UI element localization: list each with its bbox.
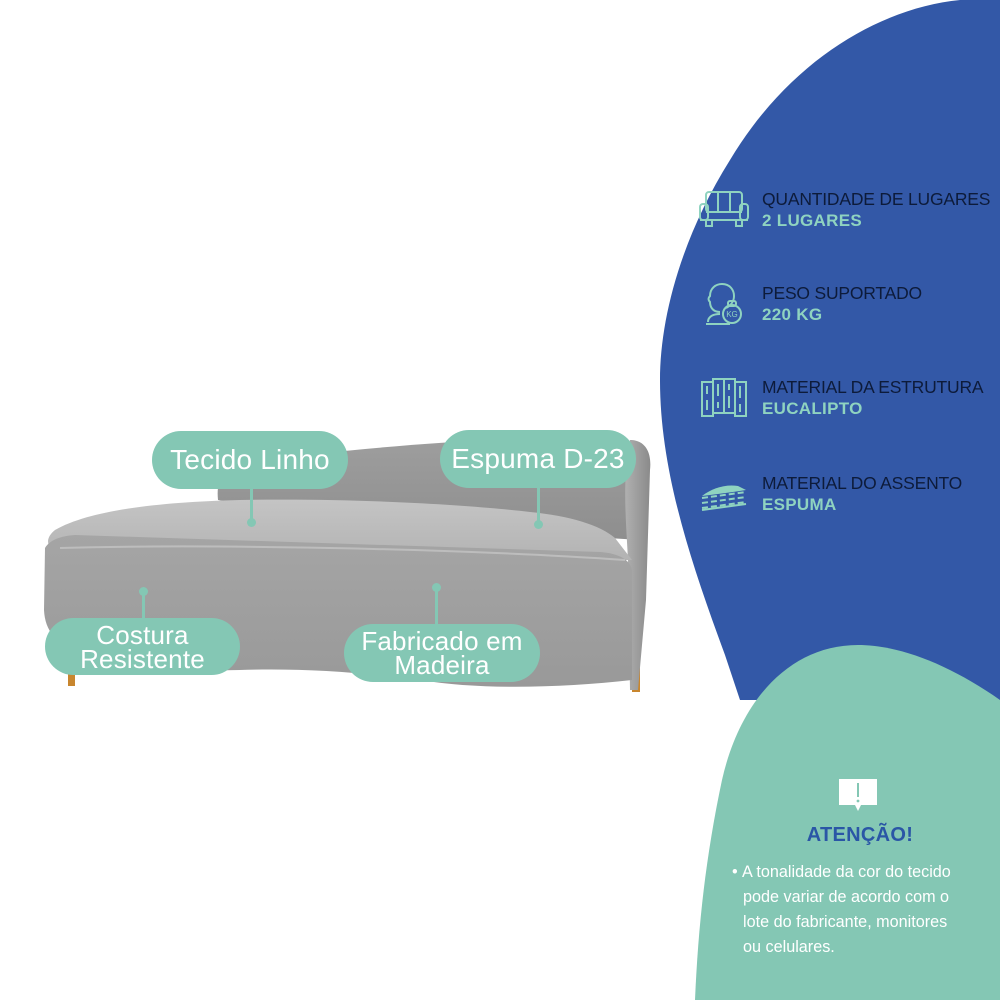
callout-espuma-label: Espuma D-23 bbox=[451, 443, 625, 474]
attention-line-3: lote do fabricante, monitores bbox=[743, 913, 948, 931]
attention-text: •A tonalidade da cor do tecido pode vari… bbox=[732, 860, 994, 960]
espuma-pin-line bbox=[537, 485, 540, 525]
alert-speech-icon bbox=[839, 779, 877, 811]
callout-fabricado-line2: Madeira bbox=[394, 650, 490, 680]
spec-structure-title: MATERIAL DA ESTRUTURA bbox=[762, 377, 984, 397]
spec-seat-material-title: MATERIAL DO ASSENTO bbox=[762, 473, 963, 493]
espuma-pin-dot bbox=[534, 520, 543, 529]
tecido-pin-line bbox=[250, 485, 253, 520]
attention-line-2: pode variar de acordo com o bbox=[743, 888, 950, 906]
spec-structure-value: EUCALIPTO bbox=[762, 399, 863, 418]
bullet: • bbox=[732, 863, 738, 881]
foam-layers-icon bbox=[701, 485, 747, 511]
callout-costura: Costura Resistente bbox=[45, 618, 240, 675]
spec-weight: KG PESO SUPORTADO 220 KG bbox=[698, 282, 922, 326]
costura-pin-dot bbox=[139, 587, 148, 596]
sofa-icon bbox=[699, 191, 749, 227]
attention-line-4: ou celulares. bbox=[743, 938, 835, 956]
callout-fabricado-line1: Fabricado em bbox=[361, 626, 523, 656]
spec-seats: QUANTIDADE DE LUGARES 2 LUGARES bbox=[698, 188, 990, 232]
spec-weight-title: PESO SUPORTADO bbox=[762, 283, 922, 303]
callout-costura-line2: Resistente bbox=[80, 643, 205, 674]
tecido-pin-dot bbox=[247, 518, 256, 527]
spec-seat-material: MATERIAL DO ASSENTO ESPUMA bbox=[698, 472, 962, 516]
wood-planks-icon bbox=[701, 378, 747, 417]
blue-panel bbox=[660, 0, 1000, 700]
sofa-seam bbox=[59, 545, 626, 561]
callout-costura-line1: Costura bbox=[96, 619, 189, 650]
svg-text:KG: KG bbox=[726, 310, 738, 319]
spec-seat-material-value: ESPUMA bbox=[762, 495, 837, 514]
costura-pin-line bbox=[142, 592, 145, 620]
fabricado-pin-line bbox=[435, 588, 438, 626]
spec-weight-value: 220 KG bbox=[762, 305, 823, 324]
callout-tecido-linho: Tecido Linho bbox=[152, 431, 348, 489]
callout-tecido-label: Tecido Linho bbox=[170, 444, 330, 475]
attention-title: ATENÇÃO! bbox=[806, 824, 914, 846]
fabricado-pin-dot bbox=[432, 583, 441, 592]
spec-seats-value: 2 LUGARES bbox=[762, 211, 862, 230]
callout-fabricado: Fabricado em Madeira bbox=[344, 624, 540, 682]
attention-line-1: A tonalidade da cor do tecido bbox=[742, 863, 951, 881]
callout-espuma: Espuma D-23 bbox=[440, 430, 636, 488]
spec-structure: MATERIAL DA ESTRUTURA EUCALIPTO bbox=[698, 376, 984, 420]
weight-person-icon: KG bbox=[706, 282, 742, 325]
spec-seats-title: QUANTIDADE DE LUGARES bbox=[762, 189, 991, 209]
mint-panel bbox=[695, 645, 1000, 1000]
